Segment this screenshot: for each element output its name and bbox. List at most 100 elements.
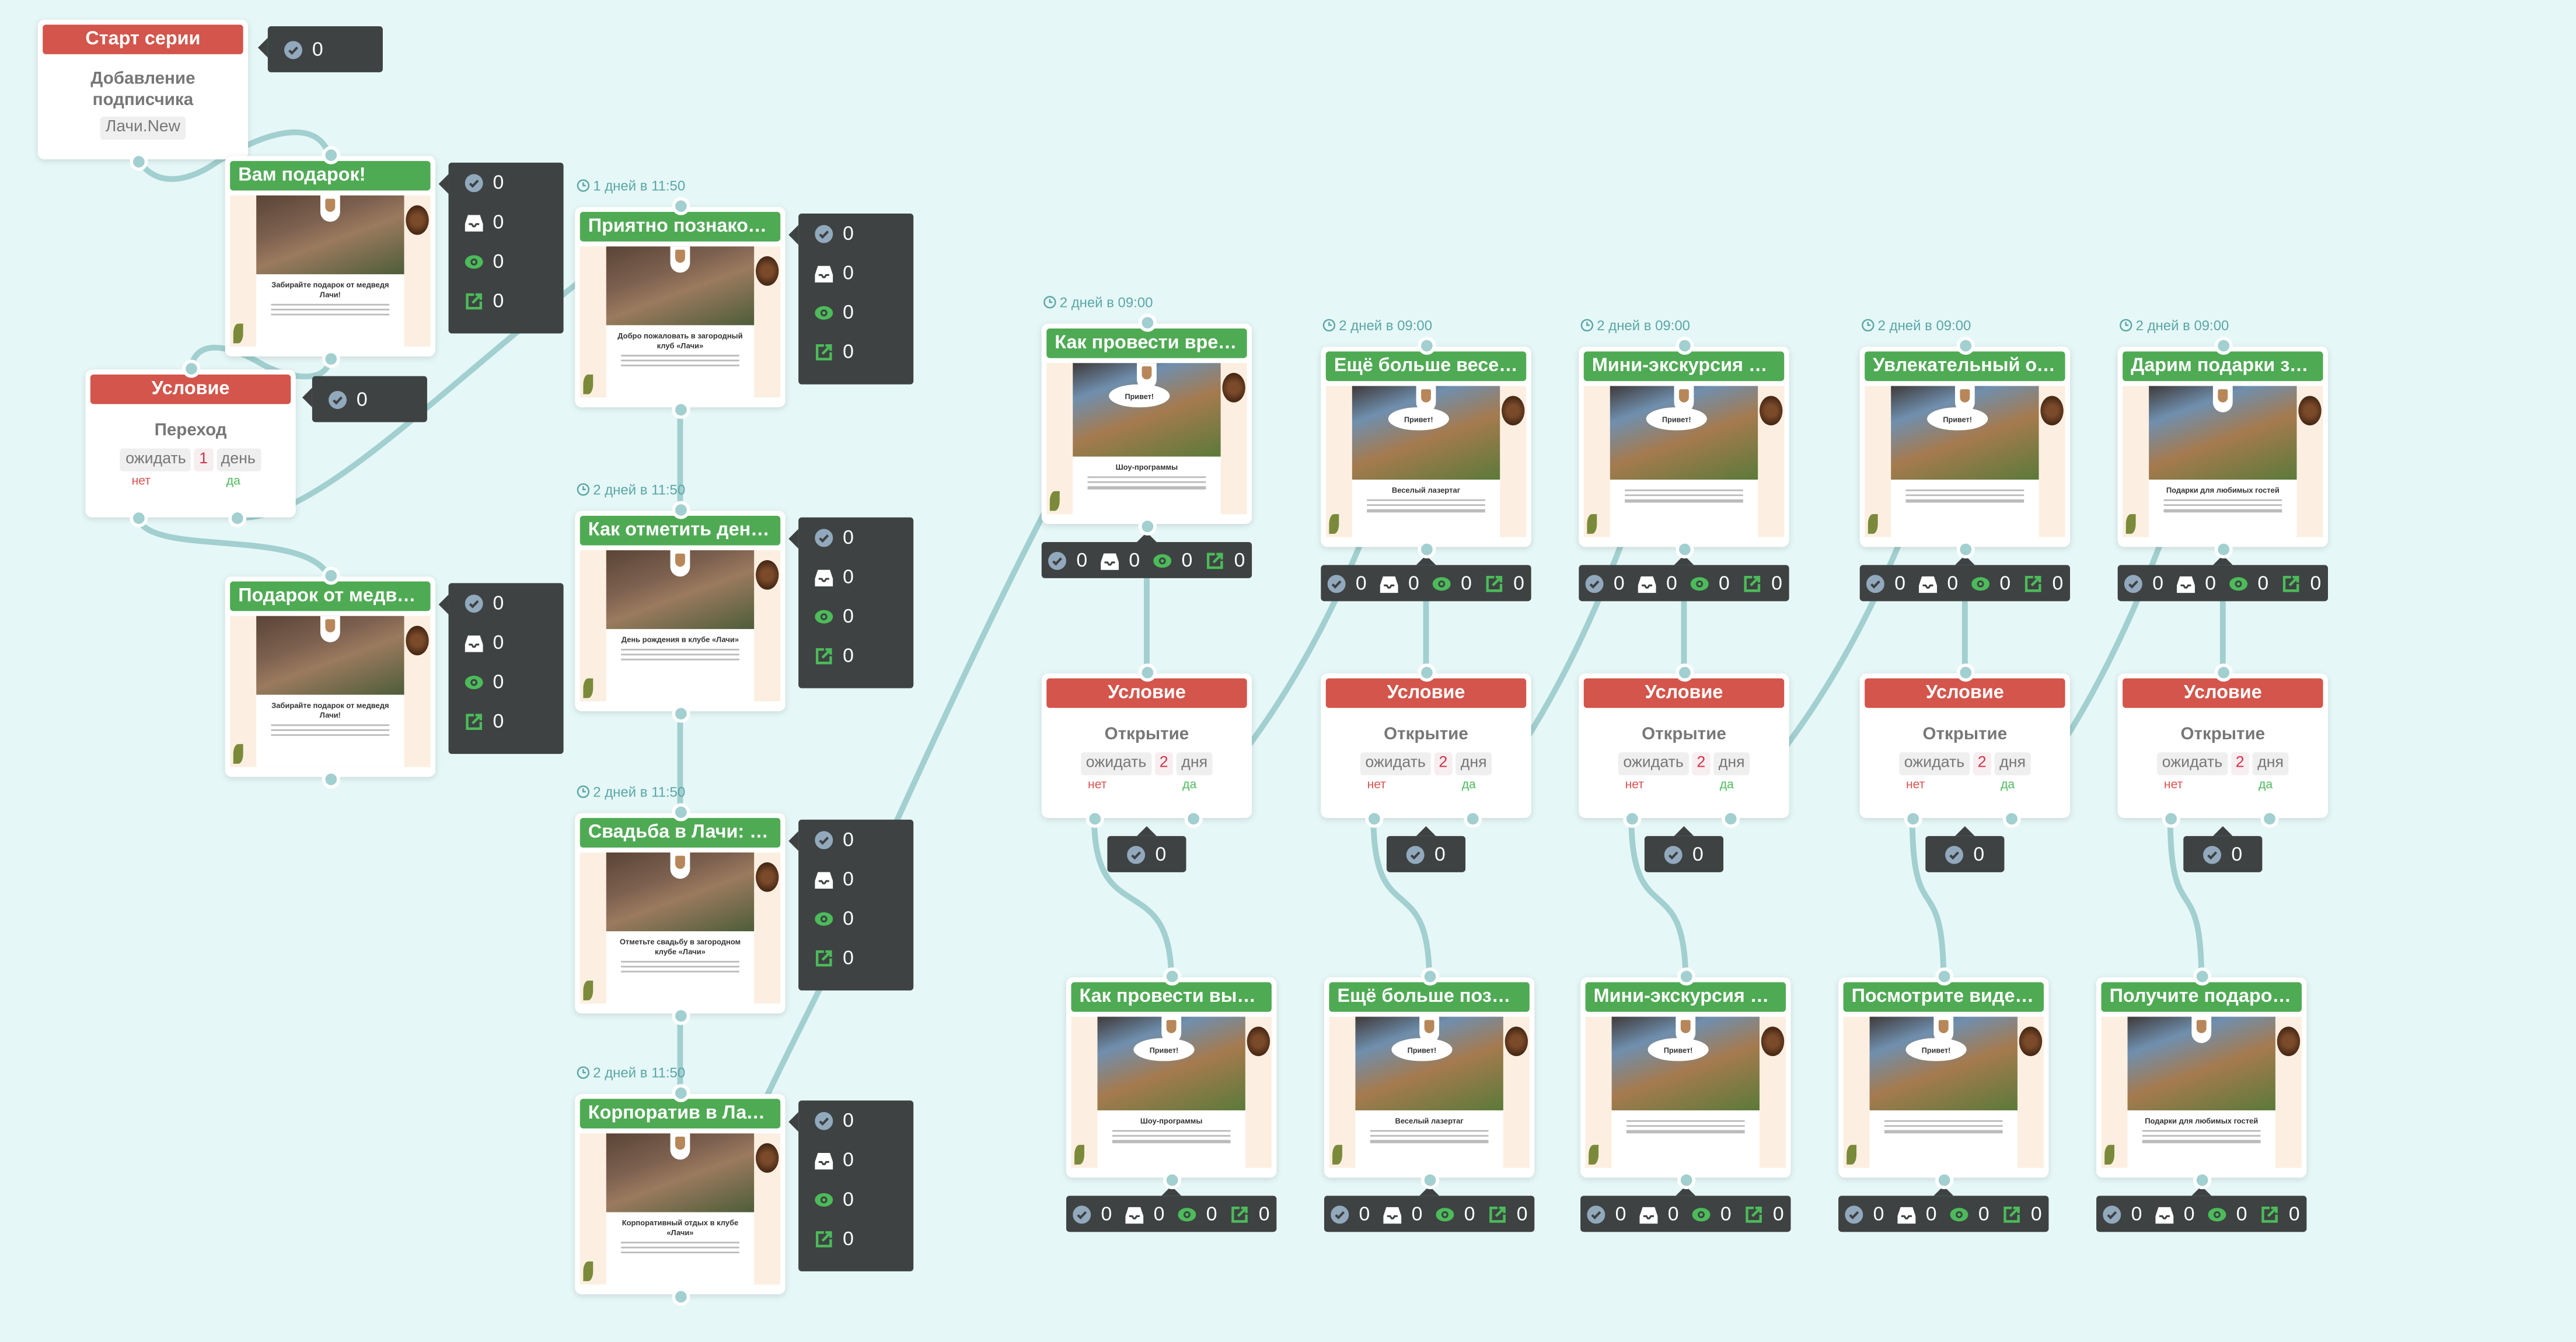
email-node[interactable]: Посмотрите видео о...Привет! — [1838, 977, 2049, 1178]
connector-port[interactable] — [1137, 662, 1156, 681]
connector-port[interactable] — [128, 508, 147, 527]
connector-port[interactable] — [321, 769, 340, 788]
email-node[interactable]: Корпоратив в Лачи: ...Корпоративный отды… — [575, 1093, 786, 1295]
connector-port[interactable] — [671, 400, 689, 418]
wait-value[interactable]: 2 — [1973, 752, 1992, 775]
connector-port[interactable] — [1162, 1170, 1181, 1189]
email-node[interactable]: Ещё больше позити...Привет!Веселый лазер… — [1324, 977, 1535, 1178]
connector-port[interactable] — [321, 145, 340, 164]
email-preview[interactable]: Отметьте свадьбу в загородном клубе «Лач… — [580, 852, 781, 1004]
wait-value[interactable]: 2 — [1433, 752, 1453, 775]
email-preview[interactable]: Корпоративный отдых в клубе «Лачи» — [580, 1133, 781, 1285]
connector-port[interactable] — [1184, 809, 1202, 827]
email-node[interactable]: Как отметить день р...День рождения в кл… — [575, 511, 786, 711]
connection-line[interactable] — [135, 516, 333, 581]
email-preview[interactable]: Привет! — [1583, 386, 1785, 537]
connector-port[interactable] — [1674, 336, 1693, 354]
connector-port[interactable] — [1720, 809, 1739, 827]
connector-port[interactable] — [1676, 966, 1695, 985]
connection-line[interactable] — [2167, 817, 2205, 981]
connector-port[interactable] — [671, 802, 689, 821]
connector-port[interactable] — [2002, 809, 2020, 827]
connector-port[interactable] — [1956, 539, 1974, 558]
connector-port[interactable] — [2214, 662, 2232, 681]
connector-port[interactable] — [671, 704, 689, 722]
email-preview[interactable]: Забирайте подарок от медведя Лачи! — [230, 616, 431, 767]
connector-port[interactable] — [181, 359, 200, 378]
connector-port[interactable] — [1462, 809, 1481, 827]
email-preview[interactable]: Забирайте подарок от медведя Лачи! — [230, 195, 431, 347]
connector-port[interactable] — [2260, 809, 2278, 827]
connector-port[interactable] — [1137, 313, 1156, 331]
connector-port[interactable] — [1674, 662, 1693, 681]
connector-port[interactable] — [1417, 336, 1435, 354]
connector-port[interactable] — [1956, 336, 1974, 354]
connector-port[interactable] — [1622, 809, 1640, 827]
connector-port[interactable] — [321, 349, 340, 368]
email-preview[interactable]: Привет! — [1865, 386, 2065, 537]
connector-port[interactable] — [321, 565, 340, 584]
connector-port[interactable] — [227, 508, 246, 527]
connector-port[interactable] — [1417, 539, 1435, 558]
connector-port[interactable] — [2192, 1170, 2211, 1189]
email-preview[interactable]: Привет!Веселый лазертаг — [1329, 1016, 1530, 1168]
connector-port[interactable] — [671, 1006, 689, 1025]
connector-port[interactable] — [1956, 662, 1974, 681]
connection-line[interactable] — [1909, 817, 1947, 981]
email-node[interactable]: Приятно познакоми...Добро пожаловать в з… — [575, 207, 786, 408]
connector-port[interactable] — [1934, 966, 1953, 985]
email-preview[interactable]: Привет!Веселый лазертаг — [1325, 386, 1527, 537]
connector-port[interactable] — [671, 1083, 689, 1102]
connector-port[interactable] — [1903, 809, 1922, 827]
connector-port[interactable] — [1137, 516, 1156, 535]
connector-port[interactable] — [1162, 966, 1181, 985]
email-preview[interactable]: Привет!Шоу-программы — [1071, 1016, 1272, 1168]
email-preview[interactable]: Привет! — [1843, 1016, 2044, 1168]
connector-port[interactable] — [671, 196, 689, 215]
email-node[interactable]: Мини-экскурсия по ...Привет! — [1580, 977, 1791, 1178]
email-node[interactable]: Дарим подарки за у...Подарки для любимых… — [2117, 346, 2328, 547]
connector-port[interactable] — [2161, 809, 2180, 827]
connector-port[interactable] — [2192, 966, 2211, 985]
wait-value[interactable]: 2 — [1154, 752, 1174, 775]
connector-port[interactable] — [1676, 1170, 1695, 1189]
wait-value[interactable]: 2 — [1691, 752, 1711, 775]
email-node[interactable]: Свадьба в Лачи: 30 ...Отметьте свадьбу в… — [575, 813, 786, 1014]
connection-line[interactable] — [1628, 817, 1689, 981]
wait-value[interactable]: 2 — [2231, 752, 2250, 775]
connector-port[interactable] — [671, 1287, 689, 1305]
connector-port[interactable] — [128, 152, 147, 170]
connection-line[interactable] — [1091, 817, 1175, 981]
connector-port[interactable] — [1934, 1170, 1953, 1189]
email-node[interactable]: Ещё больше веселья...Привет!Веселый лазе… — [1321, 346, 1531, 547]
email-node[interactable]: Увлекательный отд...Привет! — [1859, 346, 2071, 547]
email-preview[interactable]: Подарки для любимых гостей — [2123, 386, 2323, 537]
connection-line[interactable] — [187, 344, 333, 380]
email-preview[interactable]: Привет! — [1585, 1016, 1786, 1168]
connector-port[interactable] — [1085, 809, 1104, 827]
connector-port[interactable] — [2214, 336, 2232, 354]
email-node[interactable]: Подарок от медведя...Забирайте подарок о… — [225, 576, 436, 777]
connector-port[interactable] — [1420, 1170, 1439, 1189]
email-node[interactable]: Получите подарок з...Подарки для любимых… — [2096, 977, 2307, 1178]
connector-port[interactable] — [671, 500, 689, 519]
email-node[interactable]: Как провести выход...Привет!Шоу-программ… — [1066, 977, 1277, 1178]
email-node[interactable]: Как провести время...Привет!Шоу-программ… — [1041, 323, 1252, 525]
email-preview[interactable]: Привет!Шоу-программы — [1046, 363, 1247, 515]
connector-port[interactable] — [1420, 966, 1439, 985]
email-node[interactable]: Мини-экскурсия по ...Привет! — [1579, 346, 1789, 547]
connector-port[interactable] — [1674, 539, 1693, 558]
email-preview[interactable]: Добро пожаловать в загородный клуб «Лачи… — [580, 246, 781, 398]
connector-port[interactable] — [1417, 662, 1435, 681]
email-preview[interactable]: Подарки для любимых гостей — [2101, 1016, 2302, 1168]
email-node[interactable]: Вам подарок!Забирайте подарок от медведя… — [225, 156, 436, 357]
connector-port[interactable] — [1364, 809, 1383, 827]
